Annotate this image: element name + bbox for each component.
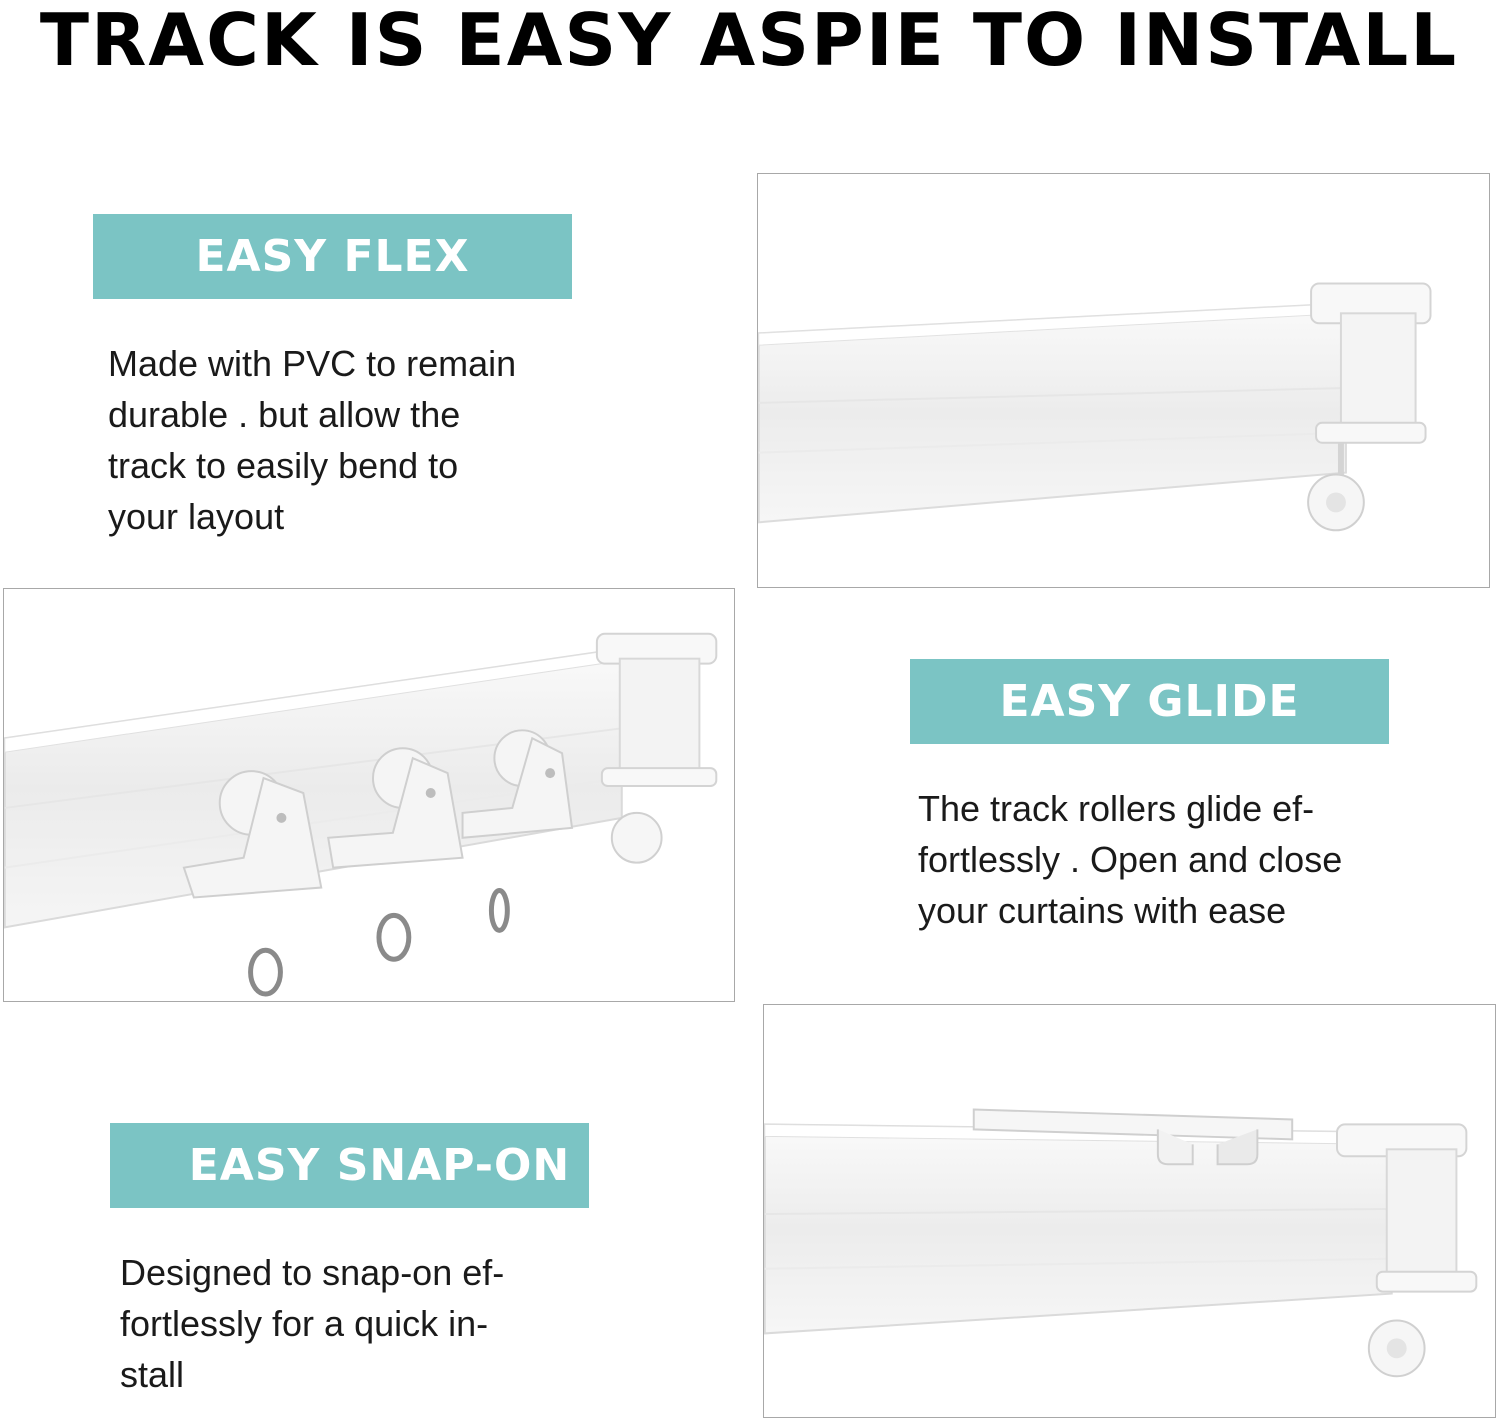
track-rollers-photo <box>3 588 735 1002</box>
description-line: fortlessly . Open and close <box>918 839 1343 880</box>
easy-glide-description: The track rollers glide ef- fortlessly .… <box>918 783 1342 936</box>
track-snap-on-photo <box>763 1004 1496 1418</box>
track-end-cap-photo <box>757 173 1490 588</box>
description-line: your curtains with ease <box>918 890 1287 931</box>
track-end-cap-illustration <box>758 282 1432 532</box>
easy-flex-badge: EASY FLEX <box>93 214 572 299</box>
easy-snap-on-badge: EASY SNAP-ON <box>110 1123 589 1208</box>
description-line: The track rollers glide ef- <box>918 788 1315 829</box>
track-snap-on-illustration <box>764 1108 1478 1378</box>
description-line: track to easily bend to <box>108 445 459 486</box>
description-line: stall <box>120 1354 185 1395</box>
description-line: Made with PVC to remain <box>108 343 517 384</box>
easy-snap-on-description: Designed to snap-on ef- fortlessly for a… <box>120 1247 504 1400</box>
track-rollers-illustration <box>4 632 718 997</box>
description-line: fortlessly for a quick in- <box>120 1303 489 1344</box>
easy-glide-badge: EASY GLIDE <box>910 659 1389 744</box>
description-line: durable . but allow the <box>108 394 461 435</box>
description-line: your layout <box>108 496 285 537</box>
headline: TRACK IS EASY ASPIE TO INSTALL <box>39 0 1459 82</box>
easy-flex-description: Made with PVC to remain durable . but al… <box>108 338 516 542</box>
description-line: Designed to snap-on ef- <box>120 1252 505 1293</box>
